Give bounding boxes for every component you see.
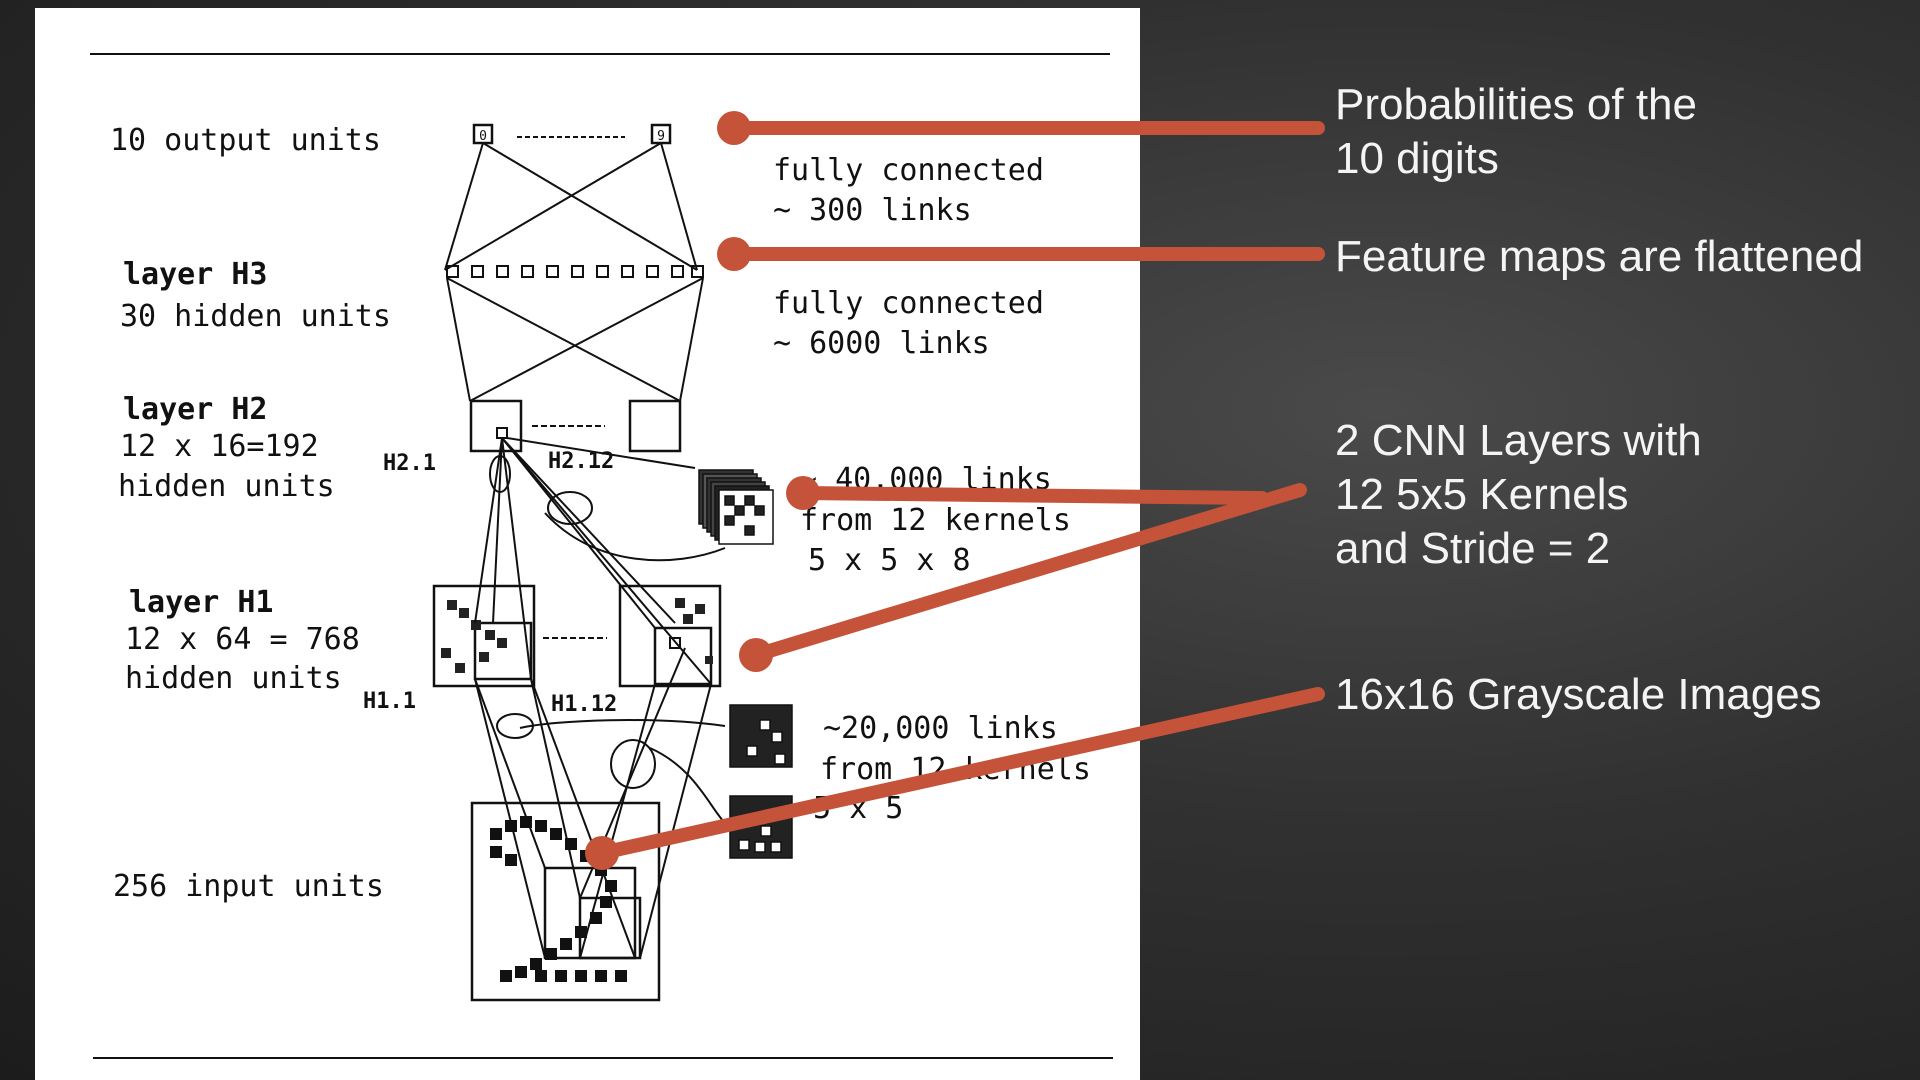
- annotation-input-line1: 16x16 Grayscale Images: [1335, 670, 1822, 719]
- conv2-connections: [474, 437, 726, 685]
- layer-h3-subtitle: 30 hidden units: [120, 299, 391, 334]
- conv2-links-line3: 5 x 5 x 8: [808, 543, 971, 578]
- layer-h1-title: layer H1: [129, 585, 274, 620]
- fc-h3-line2: ~ 6000 links: [773, 326, 990, 361]
- fc-output-connections: [444, 142, 698, 271]
- fc-output-line1: fully connected: [773, 153, 1044, 188]
- layer-h2-line2: 12 x 16=192: [120, 429, 319, 464]
- annotation-cnn-line1: 2 CNN Layers with: [1335, 416, 1702, 465]
- conv1-kernel-1: [729, 704, 793, 768]
- fc-output-line2: ~ 300 links: [773, 193, 972, 228]
- h1-map-first-label: H1.1: [363, 689, 416, 714]
- layer-h2-maps: [469, 399, 682, 453]
- conv2-links-line2: from 12 kernels: [800, 503, 1071, 538]
- annotation-input: 16x16 Grayscale Images: [1335, 668, 1822, 722]
- input-receptive-fields: [543, 866, 642, 960]
- output-unit-last-label: 9: [657, 129, 665, 144]
- callout-dot-flatten: [717, 237, 751, 271]
- callout-line-cnn-lower: [749, 483, 1307, 662]
- fc-h3-connections: [446, 277, 704, 402]
- callout-line-input: [595, 687, 1325, 860]
- h1-map-last-label: H1.12: [551, 692, 617, 717]
- layer-h1-line2: 12 x 64 = 768: [125, 622, 360, 657]
- input-layer-label: 256 input units: [113, 869, 384, 904]
- fc-h3-line1: fully connected: [773, 286, 1044, 321]
- annotation-cnn-line2: 12 5x5 Kernels: [1335, 470, 1629, 519]
- annotation-flatten: Feature maps are flattened: [1335, 230, 1863, 284]
- layer-h1-line3: hidden units: [125, 661, 342, 696]
- callout-dot-input: [585, 836, 619, 870]
- conv1-links-line1: ~20,000 links: [823, 711, 1058, 746]
- callout-dot-cnn-upper: [786, 476, 820, 510]
- callout-dot-cnn-lower: [739, 638, 773, 672]
- layer-h2-line3: hidden units: [118, 469, 335, 504]
- annotation-flatten-line1: Feature maps are flattened: [1335, 232, 1864, 281]
- conv2-kernel-stack: [698, 469, 774, 545]
- conv1-connections: [474, 647, 726, 959]
- output-layer-label: 10 output units: [110, 123, 381, 158]
- h1-pixels: [441, 598, 713, 673]
- layer-h3-units: [446, 265, 704, 278]
- callout-line-cnn-upper: [796, 486, 1269, 505]
- annotation-output-line2: 10 digits: [1335, 134, 1499, 183]
- callout-dot-output: [717, 111, 751, 145]
- h2-map-first-label: H2.1: [383, 451, 436, 476]
- annotation-cnn-line3: and Stride = 2: [1335, 524, 1611, 573]
- output-unit-first-label: 0: [479, 129, 487, 144]
- annotation-output: Probabilities of the 10 digits: [1335, 78, 1697, 186]
- annotation-cnn: 2 CNN Layers with 12 5x5 Kernels and Str…: [1335, 414, 1702, 576]
- layer-h3-title: layer H3: [123, 257, 268, 292]
- layer-h2-title: layer H2: [123, 392, 268, 427]
- annotation-output-line1: Probabilities of the: [1335, 80, 1697, 129]
